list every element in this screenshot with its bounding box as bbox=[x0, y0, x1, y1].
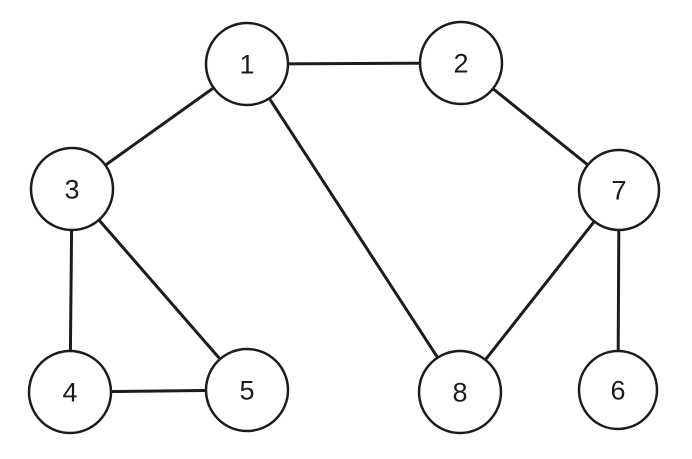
node-label-1: 1 bbox=[239, 50, 254, 80]
edge-1-8 bbox=[245, 62, 462, 394]
node-circle-5 bbox=[204, 347, 290, 433]
node-circle-4 bbox=[27, 349, 113, 435]
node-circle-2 bbox=[418, 20, 504, 106]
node-label-5: 5 bbox=[239, 376, 254, 406]
graph-node-2: 2 bbox=[418, 20, 504, 106]
node-label-8: 8 bbox=[452, 378, 467, 408]
node-circle-1 bbox=[204, 21, 290, 107]
graph-node-3: 3 bbox=[29, 146, 115, 232]
node-circle-8 bbox=[417, 349, 503, 435]
node-circle-6 bbox=[577, 349, 659, 431]
graph-node-5: 5 bbox=[204, 347, 290, 433]
graph-node-8: 8 bbox=[417, 349, 503, 435]
graph-node-1: 1 bbox=[204, 21, 290, 107]
node-label-6: 6 bbox=[610, 376, 625, 406]
graph-node-7: 7 bbox=[577, 148, 661, 232]
edge-7-8 bbox=[458, 188, 621, 394]
node-circle-3 bbox=[29, 146, 115, 232]
node-label-2: 2 bbox=[453, 49, 468, 79]
node-label-3: 3 bbox=[64, 175, 79, 205]
graph-node-4: 4 bbox=[27, 349, 113, 435]
graph-node-6: 6 bbox=[577, 349, 659, 431]
node-circle-7 bbox=[577, 148, 661, 232]
edge-3-5 bbox=[70, 187, 249, 392]
node-label-4: 4 bbox=[62, 378, 77, 408]
node-label-7: 7 bbox=[611, 176, 626, 206]
